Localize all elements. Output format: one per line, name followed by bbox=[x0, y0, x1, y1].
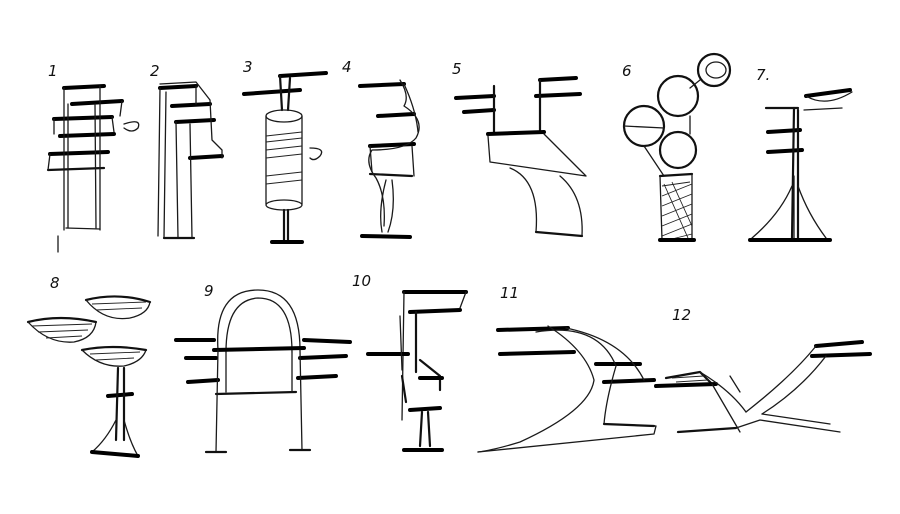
sketch-9: 9 bbox=[174, 282, 352, 454]
sketch-label-11: 11 bbox=[500, 284, 519, 302]
sketch-label-9: 9 bbox=[204, 282, 214, 300]
sketch-6: 6 bbox=[622, 52, 732, 242]
sketch-label-5: 5 bbox=[452, 60, 462, 78]
sketch-label-4: 4 bbox=[342, 58, 352, 76]
sketch-label-6: 6 bbox=[622, 62, 632, 80]
sketch-label-10: 10 bbox=[352, 272, 371, 290]
sketch-4: 4 bbox=[342, 58, 420, 239]
sketch-3: 3 bbox=[242, 58, 328, 244]
sketch-label-7: 7. bbox=[756, 66, 770, 84]
sketch-label-1: 1 bbox=[48, 62, 58, 80]
sketch-5: 5 bbox=[452, 60, 587, 238]
sketch-10: 10 bbox=[352, 272, 468, 452]
sketch-2: 2 bbox=[150, 62, 224, 240]
sketch-label-3: 3 bbox=[243, 58, 253, 76]
sketch-label-2: 2 bbox=[150, 62, 160, 80]
sketch-label-8: 8 bbox=[50, 274, 60, 292]
sketch-7: 7. bbox=[748, 66, 853, 242]
sketch-11: 11 bbox=[477, 284, 657, 453]
sketch-12: 12 bbox=[654, 306, 872, 434]
sketch-8: 8 bbox=[26, 274, 152, 458]
sketch-label-12: 12 bbox=[672, 306, 691, 324]
sketch-1: 1 bbox=[46, 62, 140, 253]
